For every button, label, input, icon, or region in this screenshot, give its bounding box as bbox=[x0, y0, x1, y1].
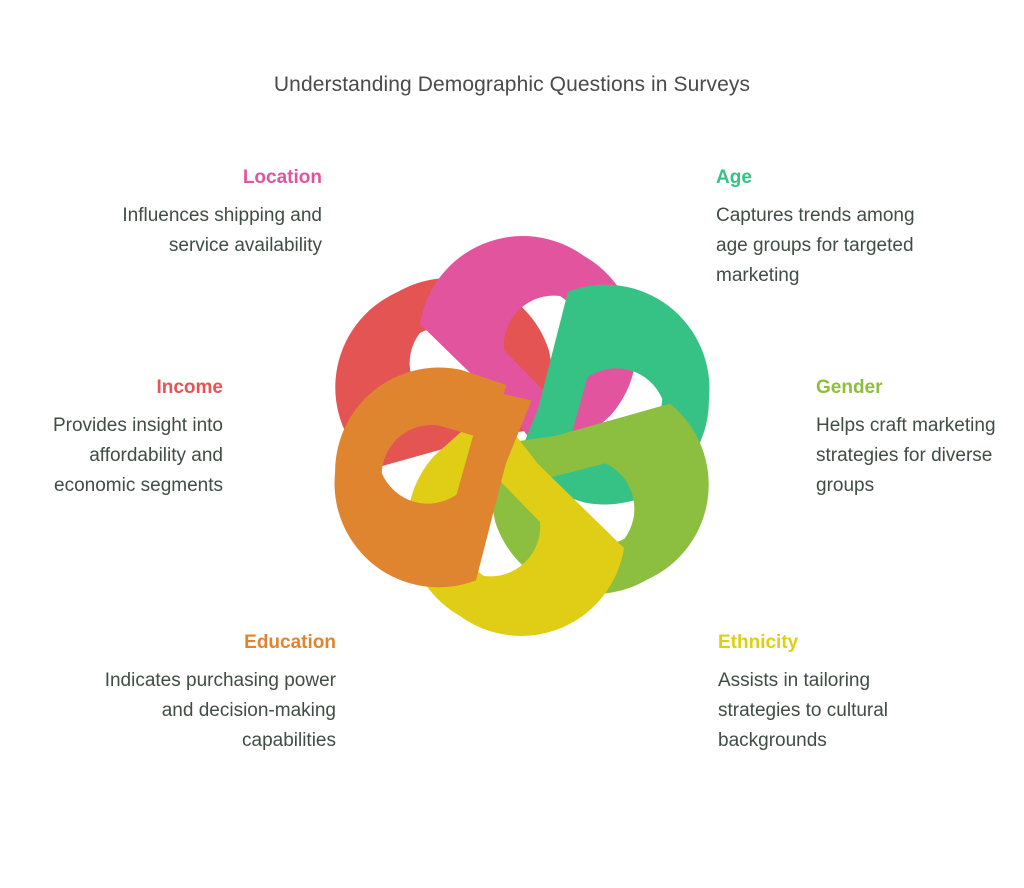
callout-gender-heading: Gender bbox=[816, 377, 883, 398]
callout-education-heading: Education bbox=[244, 632, 336, 653]
callout-gender-body: Helps craft marketing strategies for div… bbox=[816, 414, 996, 496]
callout-ethnicity-heading: Ethnicity bbox=[718, 632, 799, 653]
callout-location-heading: Location bbox=[242, 167, 322, 188]
callout-location-body: Influences shipping and service availabi… bbox=[122, 204, 322, 256]
callout-age-heading: Age bbox=[716, 167, 752, 188]
callout-ethnicity: Ethnicity Assists in tailoring strategie… bbox=[718, 632, 943, 755]
knot-svg bbox=[291, 236, 753, 636]
callout-gender: Gender Helps craft marketing strategies … bbox=[816, 377, 1024, 500]
demographic-knot-graphic bbox=[262, 186, 782, 686]
callout-location: Location Influences shipping and service… bbox=[60, 167, 322, 261]
page-title: Understanding Demographic Questions in S… bbox=[273, 73, 751, 97]
callout-income-body: Provides insight into affordability and … bbox=[52, 414, 223, 496]
callout-age-body: Captures trends among age groups for tar… bbox=[716, 204, 915, 286]
callout-income: Income Provides insight into affordabili… bbox=[18, 377, 223, 500]
callout-income-heading: Income bbox=[156, 377, 223, 398]
callout-education: Education Indicates purchasing power and… bbox=[104, 632, 336, 755]
callout-age: Age Captures trends among age groups for… bbox=[716, 167, 946, 290]
callout-ethnicity-body: Assists in tailoring strategies to cultu… bbox=[718, 669, 889, 751]
callout-education-body: Indicates purchasing power and decision-… bbox=[104, 669, 336, 751]
